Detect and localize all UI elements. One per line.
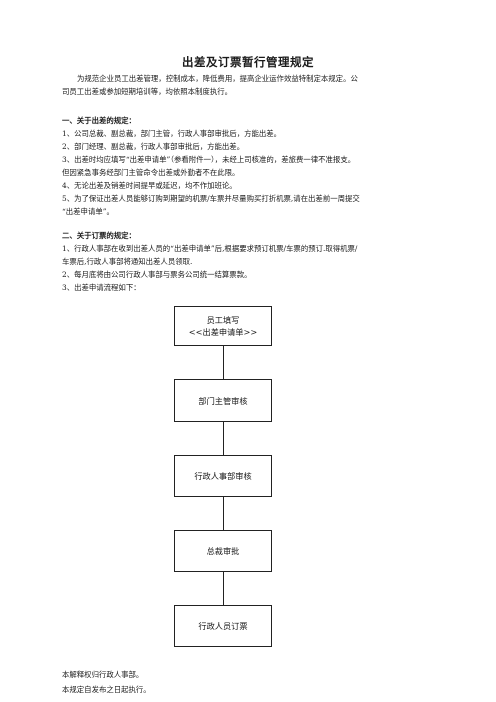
flow-connector — [222, 497, 224, 530]
flow-step-hr-review: 行政人事部审核 — [174, 455, 272, 497]
section-2-item: 车票后,行政人事部将通知出差人员领取. — [62, 257, 193, 266]
section-1-item: 5、为了保证出差人员能够订购到期望的机票/车票并尽量购买打折机票,请在出差前一周… — [62, 194, 360, 203]
intro-line: 司员工出差或参加短期培训等，均依照本制度执行。 — [62, 87, 232, 96]
section-1-item: 4、无论出差及销差时间提早或延迟，均不作加班论。 — [62, 181, 237, 190]
section-1-item: 2、部门经理、副总裁，行政人事部审批后，方能出差。 — [62, 142, 245, 151]
section-2: 二、关于订票的规定： 1、行政人事部在收到出差人员的“出差申请单”后,根据要求预… — [62, 229, 434, 294]
footer-note: 本解释权归行政人事部。 — [62, 670, 144, 679]
section-2-item: 2、每月底将由公司行政人事部与票务公司统一结算票款。 — [62, 270, 252, 279]
section-1-item: “出差申请单”。 — [62, 207, 114, 216]
footer-note: 本规定自发布之日起执行。 — [62, 685, 151, 694]
section-1-item: 但因紧急事务经部门主管命令出差或外勤者不在此限。 — [62, 168, 240, 177]
flow-step-ceo-approve: 总裁审批 — [174, 530, 272, 572]
flow-step-label: <<出差申请单>> — [188, 327, 258, 337]
section-1-heading: 一、关于出差的规定： — [62, 116, 136, 125]
document-title: 出差及订票暂行管理规定 — [182, 55, 314, 69]
intro-paragraph: 为规范企业员工出差管理，控制成本，降低费用，提高企业运作效益特制定本规定。公 司… — [62, 72, 434, 98]
flow-connector — [222, 422, 224, 455]
flow-step-label: 员工填写 — [206, 315, 240, 325]
flow-step-label: 总裁审批 — [206, 546, 240, 556]
section-1: 一、关于出差的规定： 1、公司总裁、副总裁，部门主管，行政人事部审批后，方能出差… — [62, 114, 434, 218]
section-2-item: 1、行政人事部在收到出差人员的“出差申请单”后,根据要求预订机票/车票的预订.取… — [62, 244, 358, 253]
section-2-heading: 二、关于订票的规定： — [62, 231, 136, 240]
flow-step-dept-review: 部门主管审核 — [174, 379, 272, 422]
flow-connector — [222, 572, 224, 605]
flow-step-book-ticket: 行政人员订票 — [174, 605, 272, 647]
section-2-item: 3、出差申请流程如下： — [62, 283, 141, 292]
flow-step-label: 行政人事部审核 — [194, 471, 252, 481]
flow-connector — [222, 346, 224, 379]
intro-line: 为规范企业员工出差管理，控制成本，降低费用，提高企业运作效益特制定本规定。公 — [77, 74, 358, 83]
flow-step-label: 部门主管审核 — [198, 395, 248, 406]
flow-step-employee-fill: 员工填写 <<出差申请单>> — [174, 306, 272, 346]
flow-step-label: 行政人员订票 — [198, 621, 248, 631]
section-1-item: 3、出差时均应填写“出差申请单”（参看附件一），未经上司核准的，差旅费一律不准报… — [62, 155, 356, 164]
section-1-item: 1、公司总裁、副总裁，部门主管，行政人事部审批后，方能出差。 — [62, 129, 282, 138]
